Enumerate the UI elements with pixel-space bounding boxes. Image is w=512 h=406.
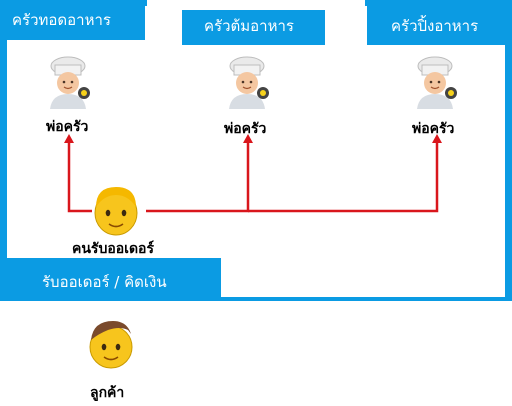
- chef-boil-label: พ่อครัว: [224, 121, 267, 137]
- frame-right-border: [505, 0, 512, 300]
- kitchen-grill-header: ครัวปิ้งอาหาร: [367, 6, 512, 45]
- frame-left-border: [0, 0, 7, 300]
- cashier-section-label: รับออเดอร์ / คิดเงิน: [42, 273, 167, 291]
- kitchen-boil-header: ครัวต้มอาหาร: [182, 10, 325, 45]
- chef-icon: [229, 56, 269, 109]
- arrowhead-fry: [64, 134, 74, 143]
- chef-fry-label: พ่อครัว: [46, 119, 89, 135]
- kitchen-fry-header: ครัวทอดอาหาร: [0, 0, 145, 40]
- chef-grill-label: พ่อครัว: [412, 121, 455, 137]
- customer-face-icon: [89, 321, 133, 369]
- arrowhead-grill: [432, 134, 442, 143]
- arrowhead-boil: [243, 134, 253, 143]
- customer-label: ลูกค้า: [90, 385, 125, 401]
- kitchen-boil-label: ครัวต้มอาหาร: [204, 17, 294, 35]
- cashier-section: รับออเดอร์ / คิดเงิน: [0, 258, 221, 301]
- kitchen-grill-label: ครัวปิ้งอาหาร: [391, 17, 479, 35]
- order-taker-face-icon: [94, 187, 138, 236]
- kitchen-fry-label: ครัวทอดอาหาร: [12, 11, 111, 29]
- chef-icon: [417, 56, 457, 109]
- arrow-to-boil-chef: [146, 140, 250, 213]
- arrow-to-fry-chef: [67, 140, 92, 213]
- order-taker-label: คนรับออเดอร์: [72, 241, 154, 257]
- frame-bottom-border: [0, 297, 512, 301]
- frame-top-right: [365, 0, 512, 6]
- arrow-to-grill-chef: [248, 140, 439, 213]
- chef-icon: [50, 56, 90, 109]
